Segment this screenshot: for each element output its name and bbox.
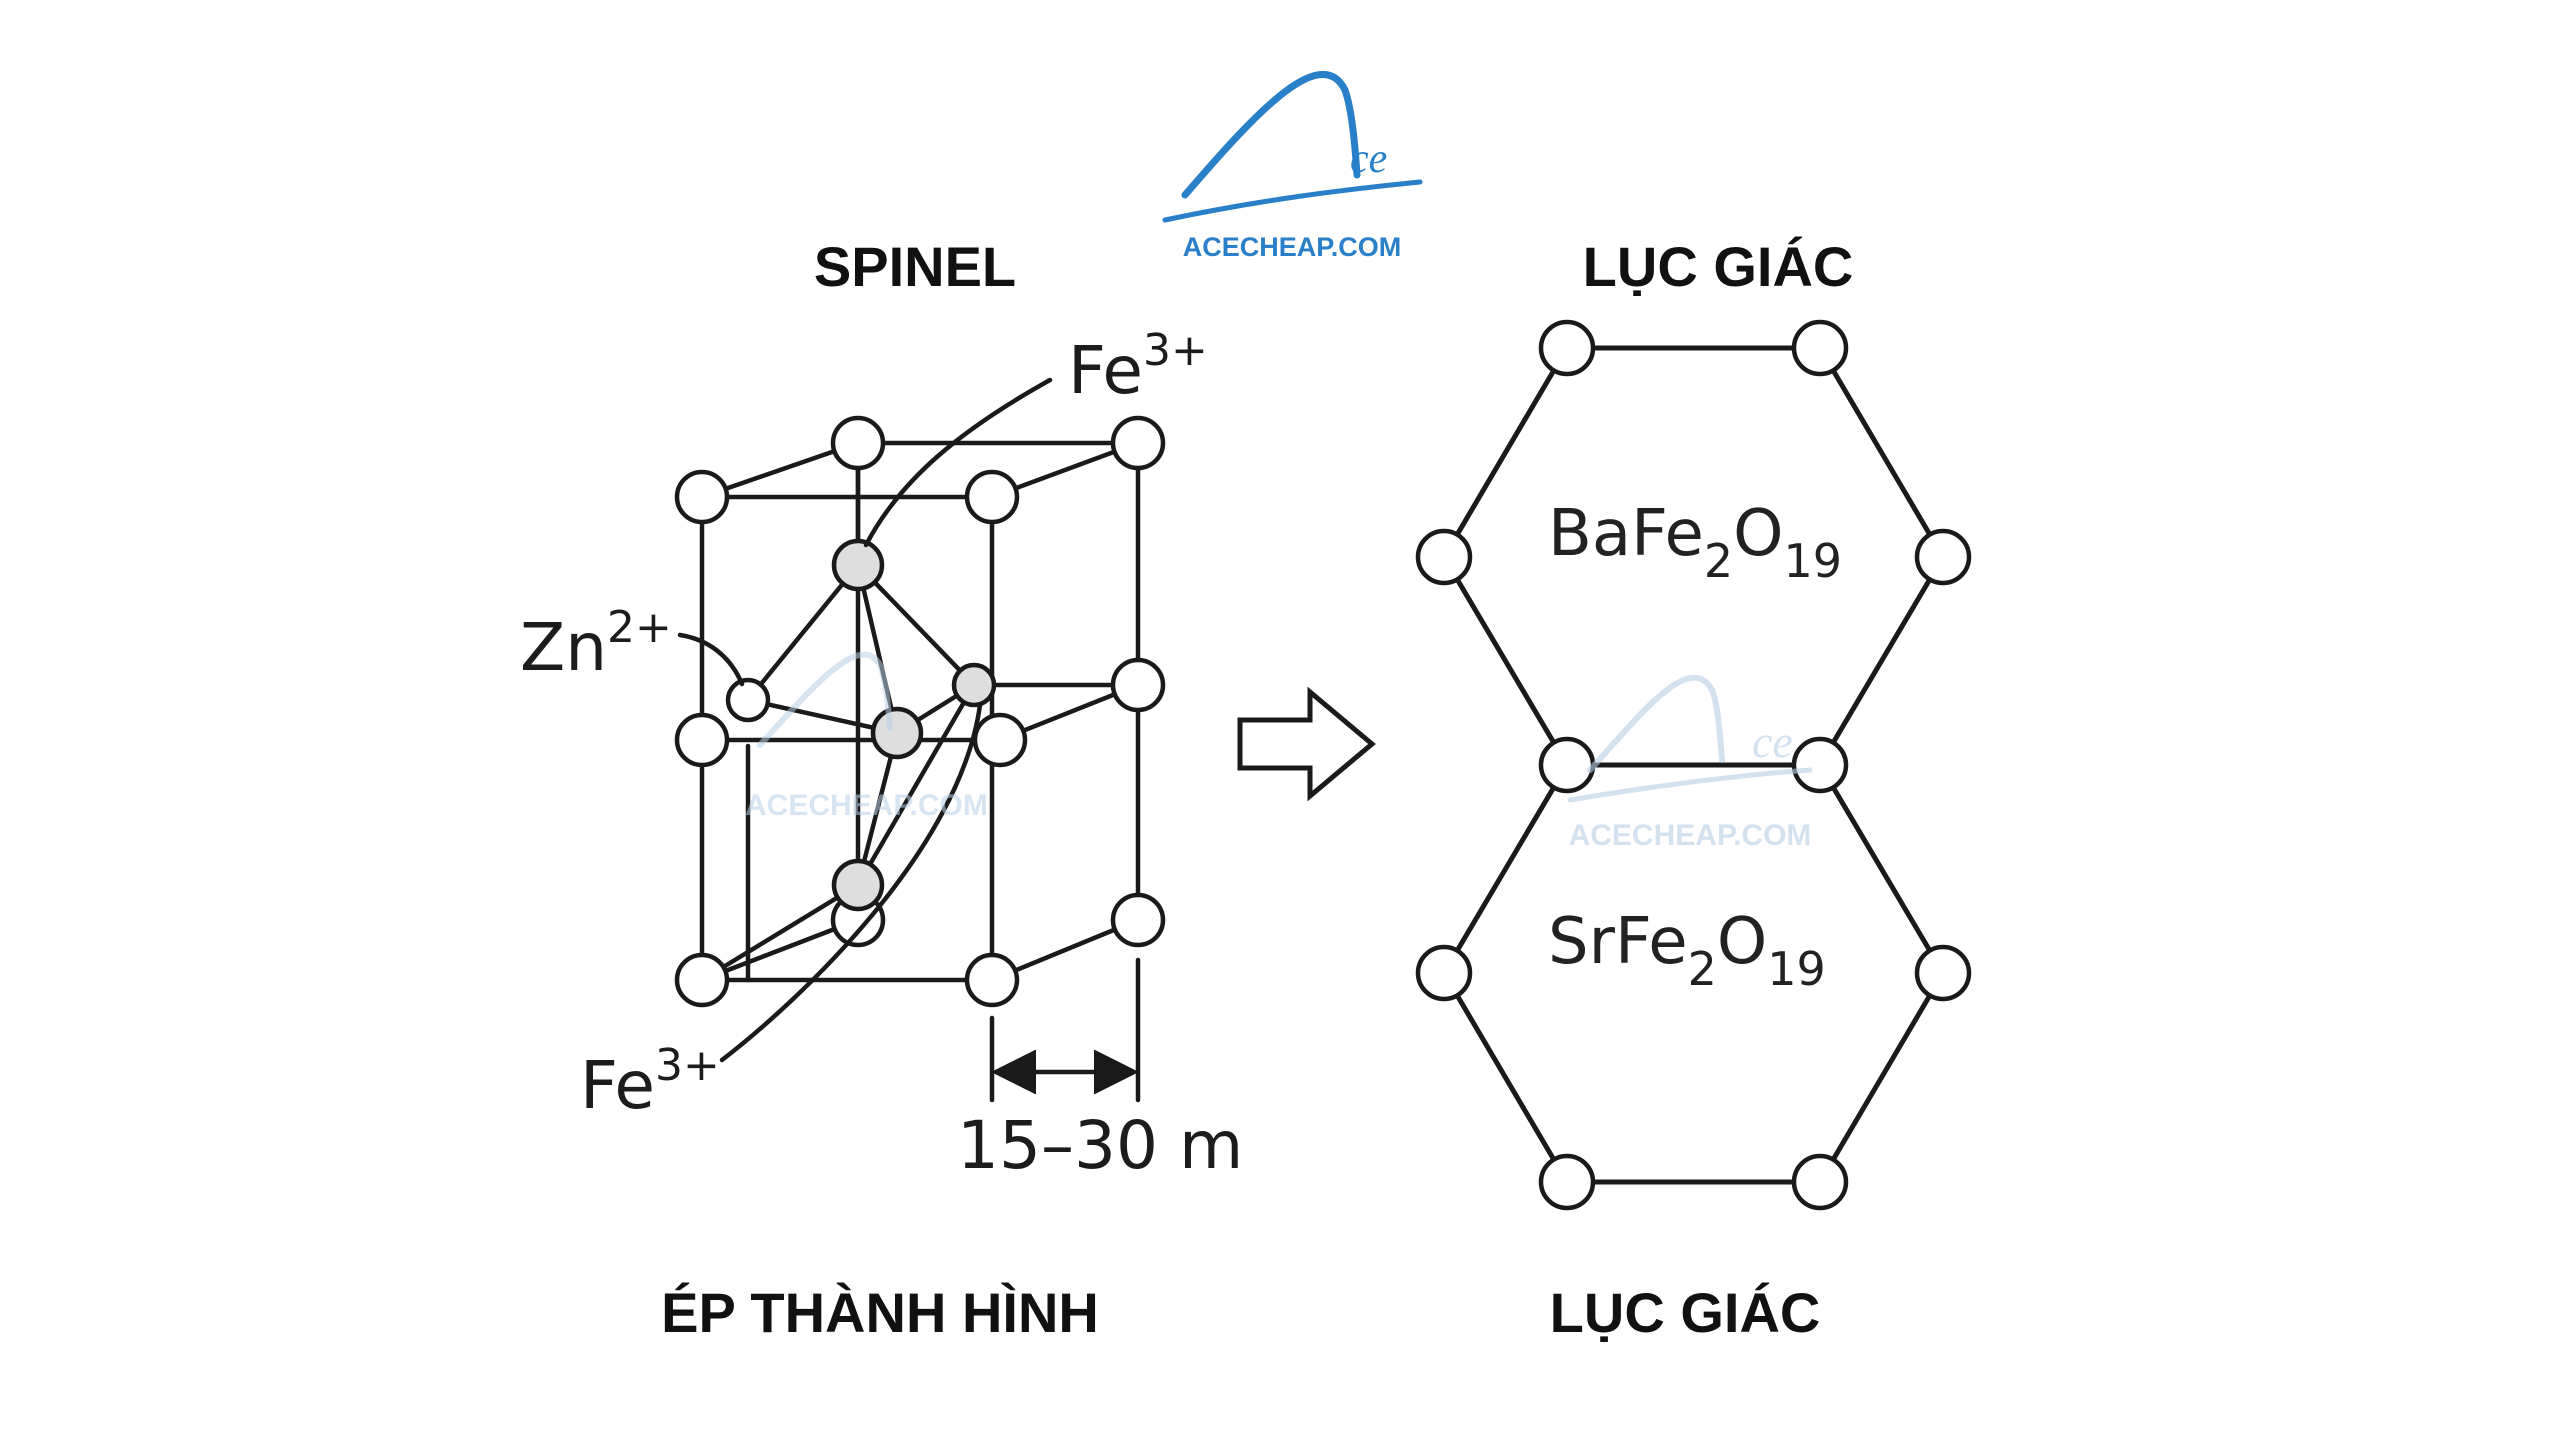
leader-line-fe-top <box>863 377 1053 548</box>
lattice-edge <box>855 682 977 888</box>
hexagonal-title-top: LỤC GIÁC <box>1583 235 1854 298</box>
lattice-edge <box>745 562 861 703</box>
hexagon-vertex-atom <box>1415 528 1473 586</box>
fe-site-atom <box>870 706 924 760</box>
lattice-atom <box>830 415 886 471</box>
logo-swoosh-icon <box>1181 71 1361 199</box>
logo-baseline-icon <box>1162 179 1423 223</box>
watermark-left: ACECHEAP.COM <box>745 651 988 822</box>
logo-site-name: ACECHEAP.COM <box>1183 232 1402 262</box>
watermark-swoosh-icon <box>1587 674 1725 773</box>
zn-label: Zn2+ <box>520 602 672 686</box>
lattice-atom <box>674 712 730 768</box>
hexagonal-structure: BaFe2O19 SrFe2O19 <box>1415 319 1972 1211</box>
watermark-baseline-icon <box>1567 767 1813 803</box>
lattice-edge <box>699 440 861 500</box>
fe-site-atom <box>831 538 885 592</box>
lattice-atom <box>674 952 730 1008</box>
fe-top-label: Fe3+ <box>1068 325 1208 409</box>
hexagon-vertex-atom <box>1538 319 1596 377</box>
fe-site-atom <box>951 662 997 708</box>
brand-logo: ce ACECHEAP.COM <box>1162 71 1423 262</box>
hexagon-vertex-atom <box>1791 319 1849 377</box>
hexagon-vertex-atom <box>1914 528 1972 586</box>
hexagon-vertex-atom <box>1914 944 1972 1002</box>
watermark-swoosh-icon <box>757 651 893 748</box>
pressing-title: ÉP THÀNH HÌNH <box>661 1281 1099 1344</box>
watermark-site-name: ACECHEAP.COM <box>1569 819 1812 852</box>
fe-bottom-label: Fe3+ <box>580 1040 720 1124</box>
lattice-edge <box>699 917 861 983</box>
zn-site-atom <box>725 677 771 723</box>
spinel-title: SPINEL <box>814 235 1016 298</box>
hexagon-vertex-atom <box>1538 1153 1596 1211</box>
hexagon-vertex-atom <box>1538 736 1596 794</box>
hexagon-vertex-atom <box>1415 944 1473 1002</box>
lattice-atom <box>1110 657 1166 713</box>
watermark-site-name: ACECHEAP.COM <box>745 789 988 822</box>
leader-line-zn <box>677 632 745 687</box>
lattice-atom <box>964 469 1020 525</box>
hexagonal-title-bottom: LỤC GIÁC <box>1550 1281 1821 1344</box>
lattice-atom <box>1110 415 1166 471</box>
hollow-right-arrow-icon <box>1237 686 1376 802</box>
spinel-lattice: Fe3+ Zn2+ Fe3+ 15–30 m <box>520 325 1243 1184</box>
lattice-atom <box>972 712 1028 768</box>
watermark-mark: ce <box>1752 716 1793 767</box>
logo-mark: ce <box>1350 136 1387 182</box>
leader-line-fe-bottom <box>719 702 983 1063</box>
formula-top: BaFe2O19 <box>1548 497 1842 588</box>
lattice-atom <box>964 952 1020 1008</box>
lattice-atom <box>674 469 730 525</box>
lattice-atom <box>1110 892 1166 948</box>
lattice-edge <box>699 882 861 983</box>
fe-site-atom <box>831 858 885 912</box>
watermark-right: ce ACECHEAP.COM <box>1567 674 1813 852</box>
lattice-edge <box>855 562 977 688</box>
dimension-label: 15–30 m <box>957 1107 1243 1184</box>
formula-bottom: SrFe2O19 <box>1548 905 1826 996</box>
hexagon-vertex-atom <box>1791 736 1849 794</box>
hexagon-vertex-atom <box>1791 1153 1849 1211</box>
